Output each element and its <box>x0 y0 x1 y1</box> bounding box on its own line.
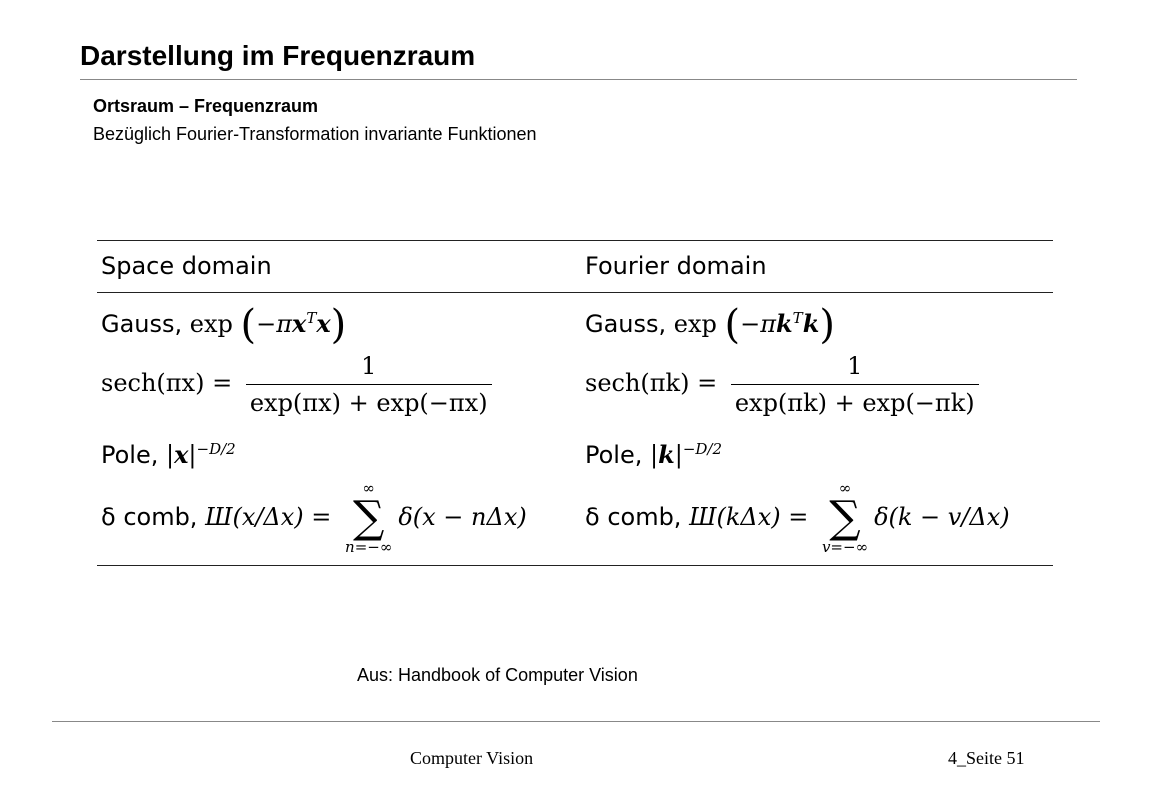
header-fourier-domain: Fourier domain <box>585 252 767 280</box>
table-bottom-rule <box>97 565 1053 566</box>
source-caption: Aus: Handbook of Computer Vision <box>357 665 638 685</box>
title-divider <box>80 79 1077 80</box>
slide-title: Darstellung im Frequenzraum <box>80 40 476 71</box>
comb-space: δ comb, Ш(x/Δx) = ∞∑n=−∞δ(x − nΔx) <box>101 479 527 556</box>
table-header-rule <box>97 292 1053 293</box>
gauss-space: Gauss, exp (−πxTx) <box>101 302 347 348</box>
gauss-fourier: Gauss, exp (−πkTk) <box>585 302 835 348</box>
comb-fourier: δ comb, Ш(kΔx) = ∞∑v=−∞δ(k − v/Δx) <box>585 479 1010 556</box>
footer-divider <box>52 721 1100 722</box>
subheading: Ortsraum – Frequenzraum <box>93 96 319 116</box>
subtext: Bezüglich Fourier-Transformation invaria… <box>93 124 537 144</box>
table-top-rule <box>97 240 1053 241</box>
pole-fourier: Pole, |k|−D/2 <box>585 440 723 469</box>
footer-course: Computer Vision <box>410 748 534 768</box>
footer-page-number: 4_Seite 51 <box>948 748 1025 768</box>
header-space-domain: Space domain <box>101 252 272 280</box>
pole-space: Pole, |x|−D/2 <box>101 440 236 469</box>
transform-table: Space domain Fourier domain Gauss, exp (… <box>97 240 1053 566</box>
